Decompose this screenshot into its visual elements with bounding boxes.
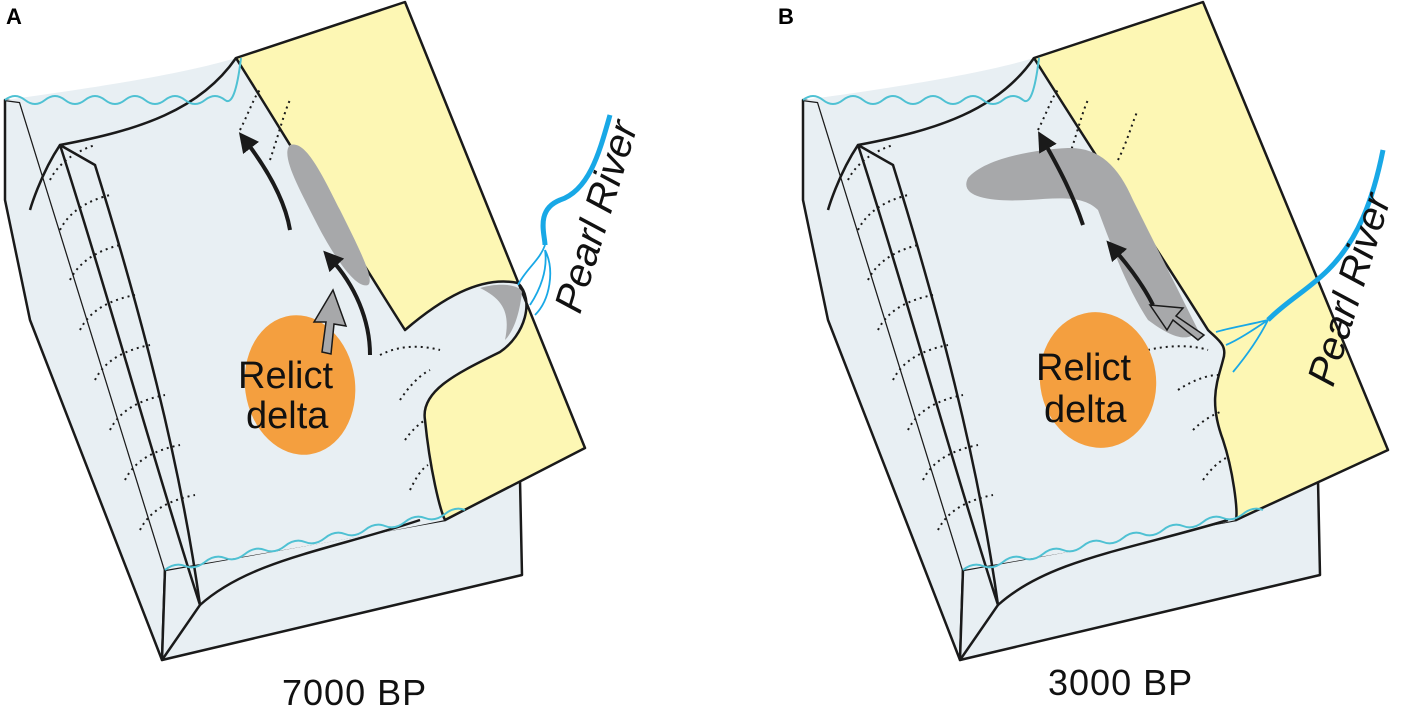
estuary-mud xyxy=(480,284,522,340)
mud-belt xyxy=(966,147,1198,338)
panel-a: A xyxy=(0,0,708,713)
mud-belt xyxy=(287,144,370,286)
isobaths xyxy=(49,89,441,531)
sea-level-line xyxy=(802,57,1040,105)
river-distributaries xyxy=(1215,319,1269,373)
current-arrow-2 xyxy=(323,250,372,356)
block-diagram-a: Pearl River Relict delta xyxy=(3,0,647,662)
sediment-arrow xyxy=(1148,304,1206,341)
river-label: Pearl River xyxy=(547,114,647,318)
delta-label-line2: delta xyxy=(1044,389,1127,431)
time-label: 7000 BP xyxy=(282,672,428,713)
sea-level-line-lower xyxy=(962,507,1264,571)
time-label: 3000 BP xyxy=(1048,662,1194,703)
current-arrow-1 xyxy=(1038,131,1085,226)
slope-line xyxy=(856,144,1229,608)
sediment-arrow xyxy=(312,288,348,355)
panel-b: B xyxy=(778,0,1417,708)
pearl-river xyxy=(540,114,613,246)
isobaths xyxy=(847,89,1227,531)
shelf-break-line xyxy=(28,57,238,211)
shelf-surface xyxy=(803,58,1237,570)
current-arrow-2 xyxy=(1106,240,1155,306)
slope-line-inner xyxy=(857,143,1000,661)
shelf-break-line xyxy=(826,57,1036,211)
sea-level-line xyxy=(4,57,242,105)
shelf-surface xyxy=(5,58,527,570)
delta-label-line1: Relict xyxy=(1036,347,1131,389)
slope-line xyxy=(58,144,421,608)
sea-level-line-lower xyxy=(164,507,466,571)
river-distributaries xyxy=(517,244,552,316)
panel-letter: A xyxy=(6,4,22,29)
relict-delta xyxy=(1039,312,1157,448)
delta-label-line1: Relict xyxy=(238,355,333,397)
block-diagram-b: Pearl River Relict delta xyxy=(801,0,1400,662)
panel-letter: B xyxy=(778,4,794,29)
delta-label-line2: delta xyxy=(246,395,329,437)
slope-line-inner xyxy=(59,143,202,661)
pearl-river xyxy=(1266,149,1386,322)
current-arrow-1 xyxy=(238,132,292,231)
